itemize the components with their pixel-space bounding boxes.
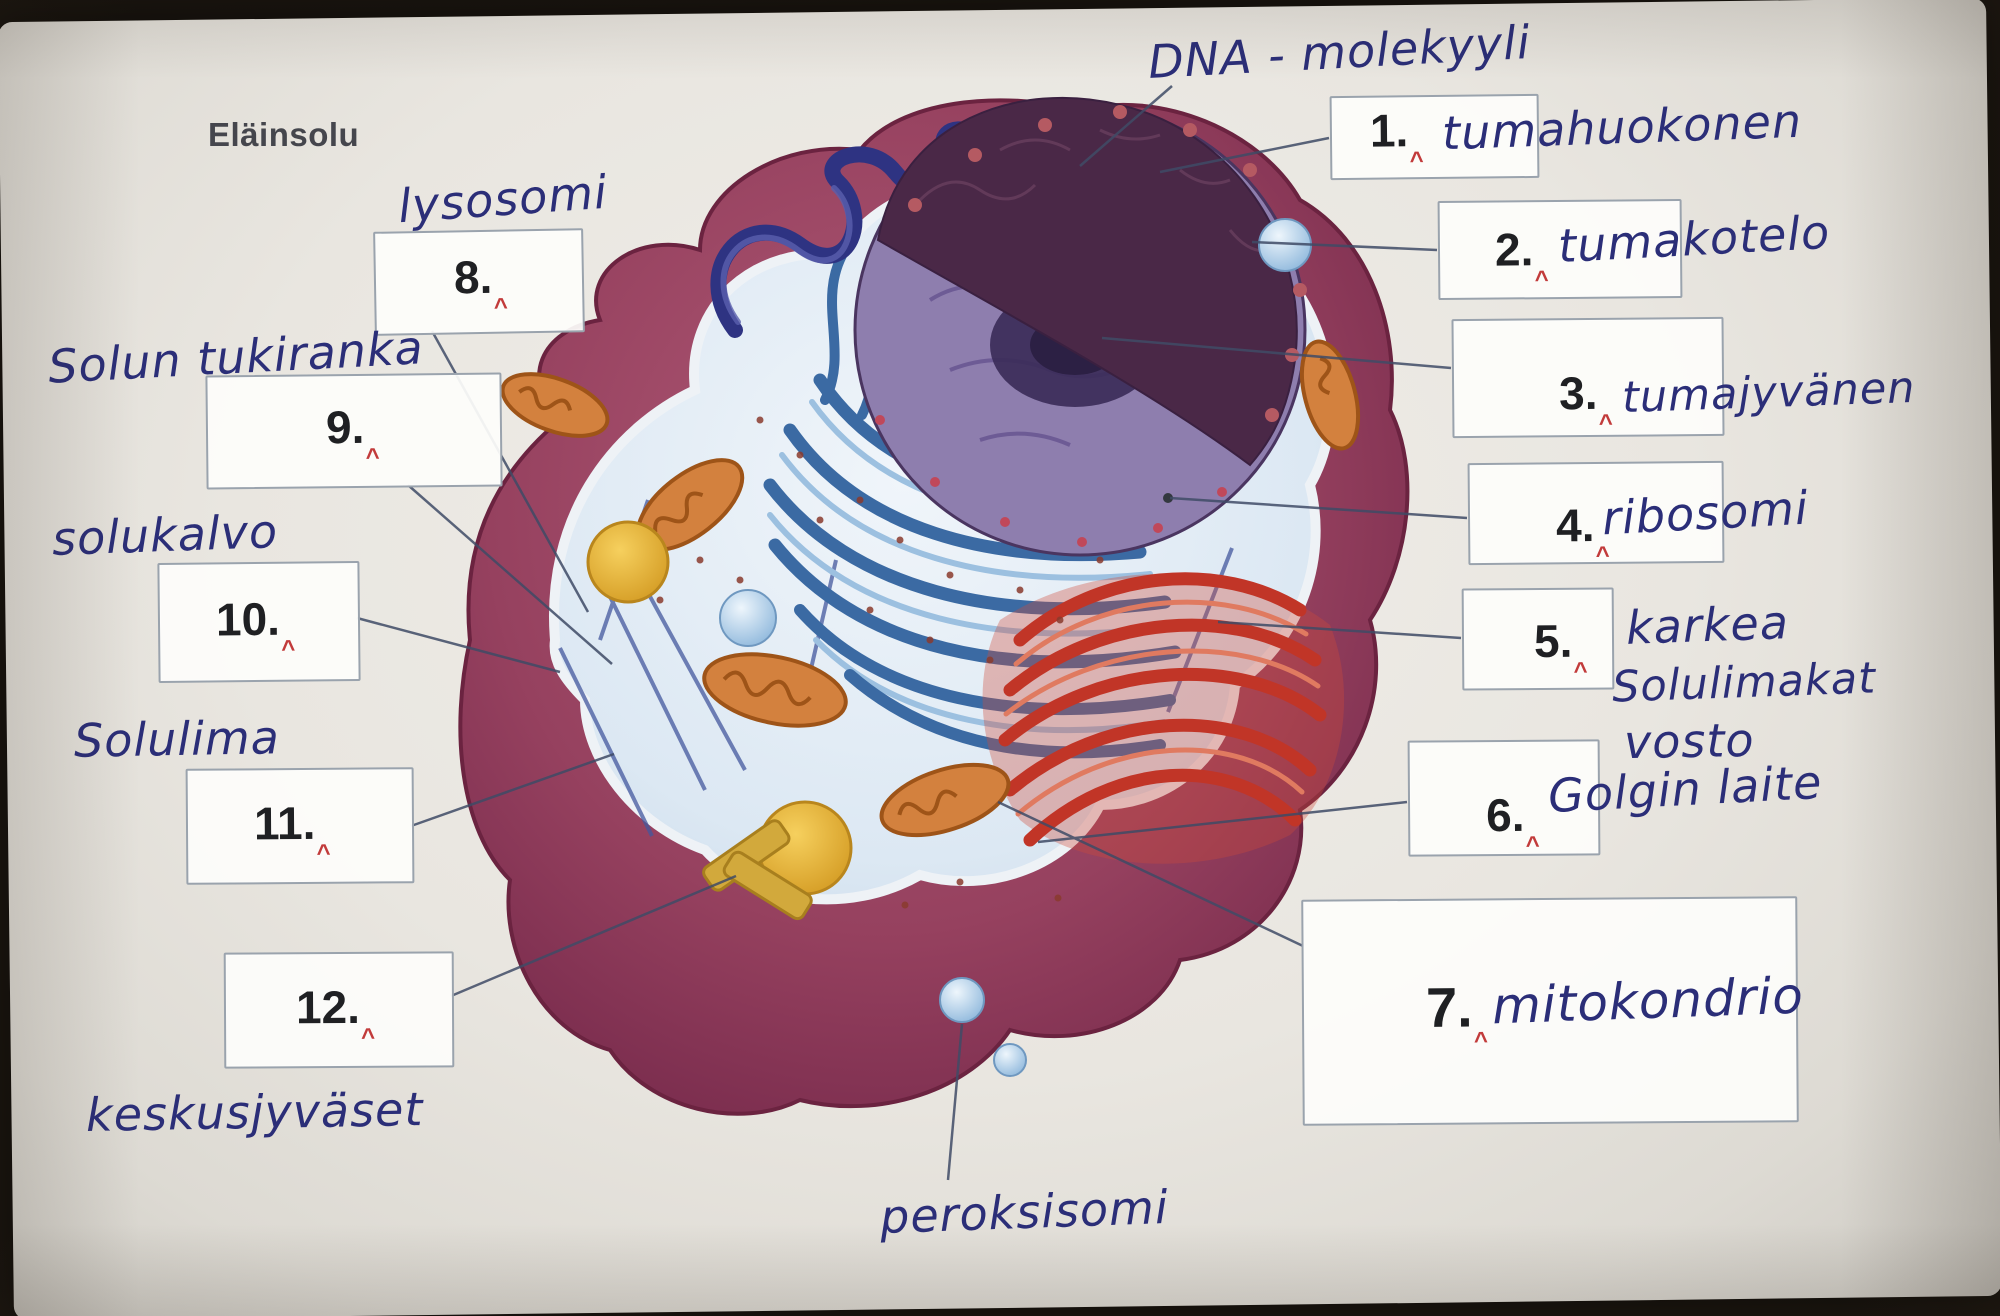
connector-lines [356,85,1468,1181]
nuclear-pores [875,105,1307,547]
nuclear-cap-texture [918,128,1271,253]
ribosome-dots [656,416,1104,909]
nucleus [853,96,1307,557]
peroxisome-vesicle [939,977,985,1023]
mitochondrion [1299,339,1361,451]
insertion-caret: ^ [1598,409,1613,437]
answer-4-text: ribosomi [1600,480,1811,546]
box-3-number: 3. [1558,366,1598,420]
answer-box-10: 10.^ [157,560,361,684]
vesicle [993,1043,1027,1077]
answer-3-text: tumajyvänen [1621,362,1917,424]
insertion-caret: ^ [365,443,380,471]
vesicle [719,589,777,647]
insertion-caret: ^ [493,293,509,321]
insertion-caret: ^ [361,1023,376,1051]
connector-line-6 [1037,800,1408,844]
connector-line-12 [450,874,737,998]
insertion-caret: ^ [1595,541,1610,570]
insertion-caret: ^ [1409,147,1424,175]
connector-line-2 [1251,240,1438,252]
ribosome-target [1163,493,1173,503]
nuclear-envelope-cap [876,96,1298,467]
connector-line-1 [1159,136,1330,174]
box-2-number: 2. [1494,223,1534,276]
box-6-number: 6. [1485,788,1525,842]
answer-5-text-line1: karkea [1625,595,1790,655]
connector-line-dna [1079,85,1173,167]
insertion-caret: ^ [1573,657,1588,685]
golgi-apparatus [982,572,1345,864]
label-solukalvo: solukalvo [51,504,279,566]
box-1-number: 1. [1369,104,1409,157]
box-8-number: 8. [453,250,493,304]
connector-line-5 [1217,620,1462,640]
insertion-caret: ^ [1473,1027,1489,1055]
answer-box-8: 8.^ [373,228,585,336]
insertion-caret: ^ [281,635,296,663]
connector-line-11 [410,752,615,828]
box-9-number: 9. [325,400,365,454]
answer-box-9: 9.^ [205,372,503,490]
box-7-number: 7. [1425,975,1473,1039]
box-10-number: 10. [215,592,281,646]
connector-line-7 [997,800,1304,948]
connector-line-9 [407,484,613,665]
answer-box-5: 5.^ [1461,587,1615,691]
mitochondrion [879,762,1011,838]
page-title: Eläinsolu [208,116,360,153]
label-keskusjyvaset: keskusjyväset [85,1082,424,1142]
centrioles [702,819,813,921]
answer-box-11: 11.^ [185,767,415,885]
mitochondrion [500,372,610,438]
answer-5-text-line2: Solulimakat [1611,653,1877,713]
box-11-number: 11. [253,796,316,850]
box-5-number: 5. [1533,614,1573,668]
lysosome [586,520,670,604]
label-peroksisomi: peroksisomi [879,1179,1170,1245]
connector-line-peroxisome [946,1023,964,1181]
connector-line-3 [1101,336,1452,370]
answer-box-12: 12.^ [223,951,455,1069]
label-solulima: Solulima [73,710,281,768]
insertion-caret: ^ [316,839,331,867]
connector-line-10 [356,616,561,674]
mitochondrion [702,652,848,728]
connector-line-4 [1169,496,1468,520]
box-12-number: 12. [295,980,361,1034]
insertion-caret: ^ [1525,831,1540,859]
box-4-number: 4. [1555,499,1595,552]
answer-7-text: mitokondrio [1491,966,1805,1036]
insertion-caret: ^ [1534,266,1549,294]
